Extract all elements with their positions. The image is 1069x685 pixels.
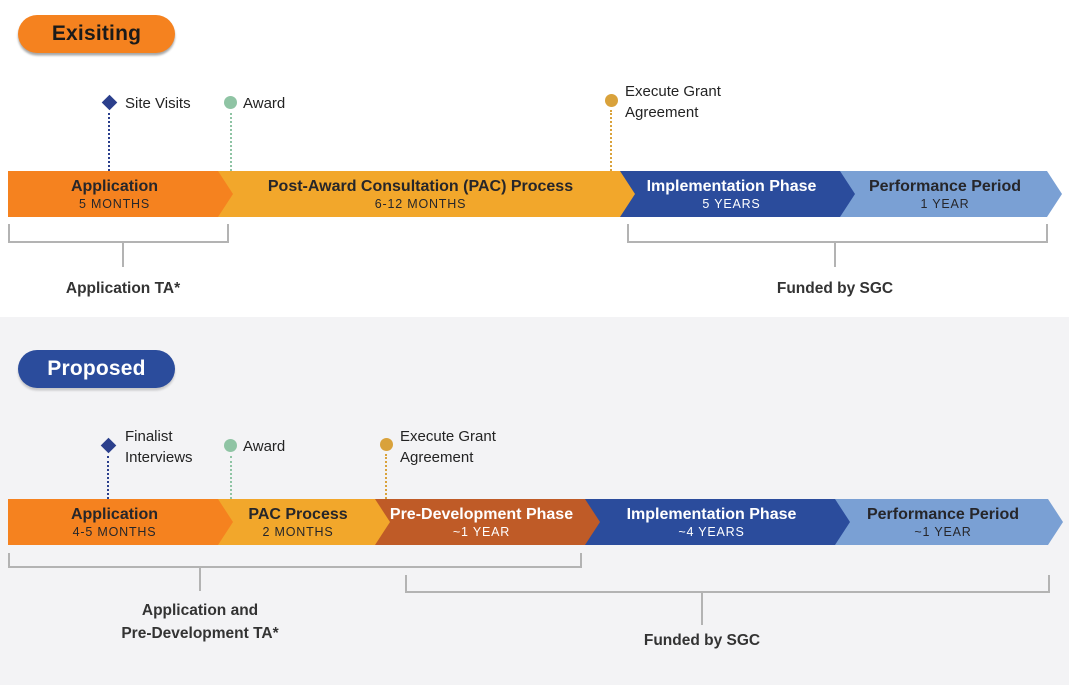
segment-title: Application: [70, 505, 159, 523]
award-circle-icon: [224, 96, 237, 109]
proposed-ta-bracket-line: [8, 566, 582, 568]
segment-duration: ~4 YEARS: [678, 524, 745, 539]
existing-funded-bracket-left-tick: [627, 224, 629, 243]
existing-ta-bracket-right-tick: [227, 224, 229, 243]
segment-duration: ~1 YEAR: [914, 524, 972, 539]
proposed-segment-pre-development-phase: Pre-Development Phase ~1 YEAR: [375, 499, 600, 545]
proposed-funded-bracket-left-tick: [405, 575, 407, 593]
award-dotted-line: [230, 113, 232, 171]
proposed-ta-bracket-right-tick: [580, 553, 582, 568]
proposed-award-circle-icon: [224, 439, 237, 452]
segment-duration: 5 MONTHS: [78, 196, 150, 211]
execute-grant-label-line1: Execute Grant: [625, 83, 721, 100]
segment-title: Application: [70, 177, 159, 195]
proposed-execute-grant-label-line2: Agreement: [400, 449, 474, 466]
award-label: Award: [243, 95, 286, 112]
existing-segment-implementation-phase: Implementation Phase 5 YEARS: [620, 171, 855, 217]
existing-funded-bracket-line: [627, 241, 1048, 243]
execute-grant-circle-icon: [605, 94, 618, 107]
existing-section-pill: Exisiting: [18, 15, 175, 53]
proposed-ta-bracket-stem: [199, 568, 201, 591]
segment-duration: 1 YEAR: [920, 196, 970, 211]
segment-title: Implementation Phase: [646, 177, 817, 195]
proposed-segment-performance-period: Performance Period ~1 YEAR: [835, 499, 1063, 545]
segment-duration: 4-5 MONTHS: [72, 524, 157, 539]
finalist-interviews-label: Finalist Interviews: [125, 426, 193, 468]
finalist-interviews-label-line1: Finalist: [125, 428, 173, 445]
existing-funded-bracket-stem: [834, 243, 836, 267]
existing-ta-bracket-stem: [122, 243, 124, 267]
proposed-ta-bracket-left-tick: [8, 553, 10, 568]
proposed-ta-bracket-label: Application and Pre-Development TA*: [90, 599, 310, 645]
proposed-execute-grant-dotted-line: [385, 454, 387, 499]
segment-title: Implementation Phase: [626, 505, 797, 523]
existing-segment-pac-process: Post-Award Consultation (PAC) Process 6-…: [218, 171, 635, 217]
segment-duration: 6-12 MONTHS: [374, 196, 467, 211]
existing-segment-performance-period: Performance Period 1 YEAR: [840, 171, 1062, 217]
existing-section-label: Exisiting: [51, 22, 142, 45]
existing-funded-bracket-right-tick: [1046, 224, 1048, 243]
existing-segment-application: Application 5 MONTHS: [8, 171, 233, 217]
segment-duration: 2 MONTHS: [262, 524, 334, 539]
proposed-section-label: Proposed: [47, 357, 146, 380]
proposed-execute-grant-circle-icon: [380, 438, 393, 451]
segment-title: Performance Period: [868, 177, 1022, 195]
execute-grant-label: Execute Grant Agreement: [625, 81, 721, 123]
execute-grant-label-line2: Agreement: [625, 104, 699, 121]
site-visits-dotted-line: [108, 113, 110, 171]
finalist-interviews-label-line2: Interviews: [125, 449, 193, 466]
site-visits-label: Site Visits: [125, 95, 191, 112]
segment-duration: 5 YEARS: [702, 196, 761, 211]
segment-duration: ~1 YEAR: [452, 524, 511, 539]
proposed-ta-bracket-label-line2: Pre-Development TA*: [121, 625, 279, 642]
segment-title: Pre-Development Phase: [389, 505, 574, 523]
proposed-segment-pac-process: PAC Process 2 MONTHS: [218, 499, 390, 545]
proposed-funded-bracket-label: Funded by SGC: [643, 632, 761, 649]
proposed-segment-implementation-phase: Implementation Phase ~4 YEARS: [585, 499, 850, 545]
site-visits-diamond-icon: [101, 94, 118, 111]
existing-funded-bracket-label: Funded by SGC: [776, 280, 894, 297]
proposed-award-label: Award: [243, 438, 286, 455]
proposed-section-pill: Proposed: [18, 350, 175, 388]
existing-ta-bracket-line: [8, 241, 229, 243]
segment-title: Performance Period: [866, 505, 1020, 523]
segment-title: Post-Award Consultation (PAC) Process: [267, 177, 574, 195]
proposed-funded-bracket-line: [405, 591, 1050, 593]
proposed-funded-bracket-stem: [701, 593, 703, 625]
proposed-funded-bracket-right-tick: [1048, 575, 1050, 593]
proposed-segment-application: Application 4-5 MONTHS: [8, 499, 233, 545]
proposed-ta-bracket-label-line1: Application and: [141, 602, 259, 619]
existing-ta-bracket-left-tick: [8, 224, 10, 243]
segment-title: PAC Process: [248, 505, 348, 523]
proposed-execute-grant-label-line1: Execute Grant: [400, 428, 496, 445]
proposed-award-dotted-line: [230, 456, 232, 499]
proposed-execute-grant-label: Execute Grant Agreement: [400, 426, 496, 468]
finalist-interviews-dotted-line: [107, 456, 109, 499]
existing-ta-bracket-label: Application TA*: [65, 280, 181, 297]
execute-grant-dotted-line: [610, 110, 612, 171]
